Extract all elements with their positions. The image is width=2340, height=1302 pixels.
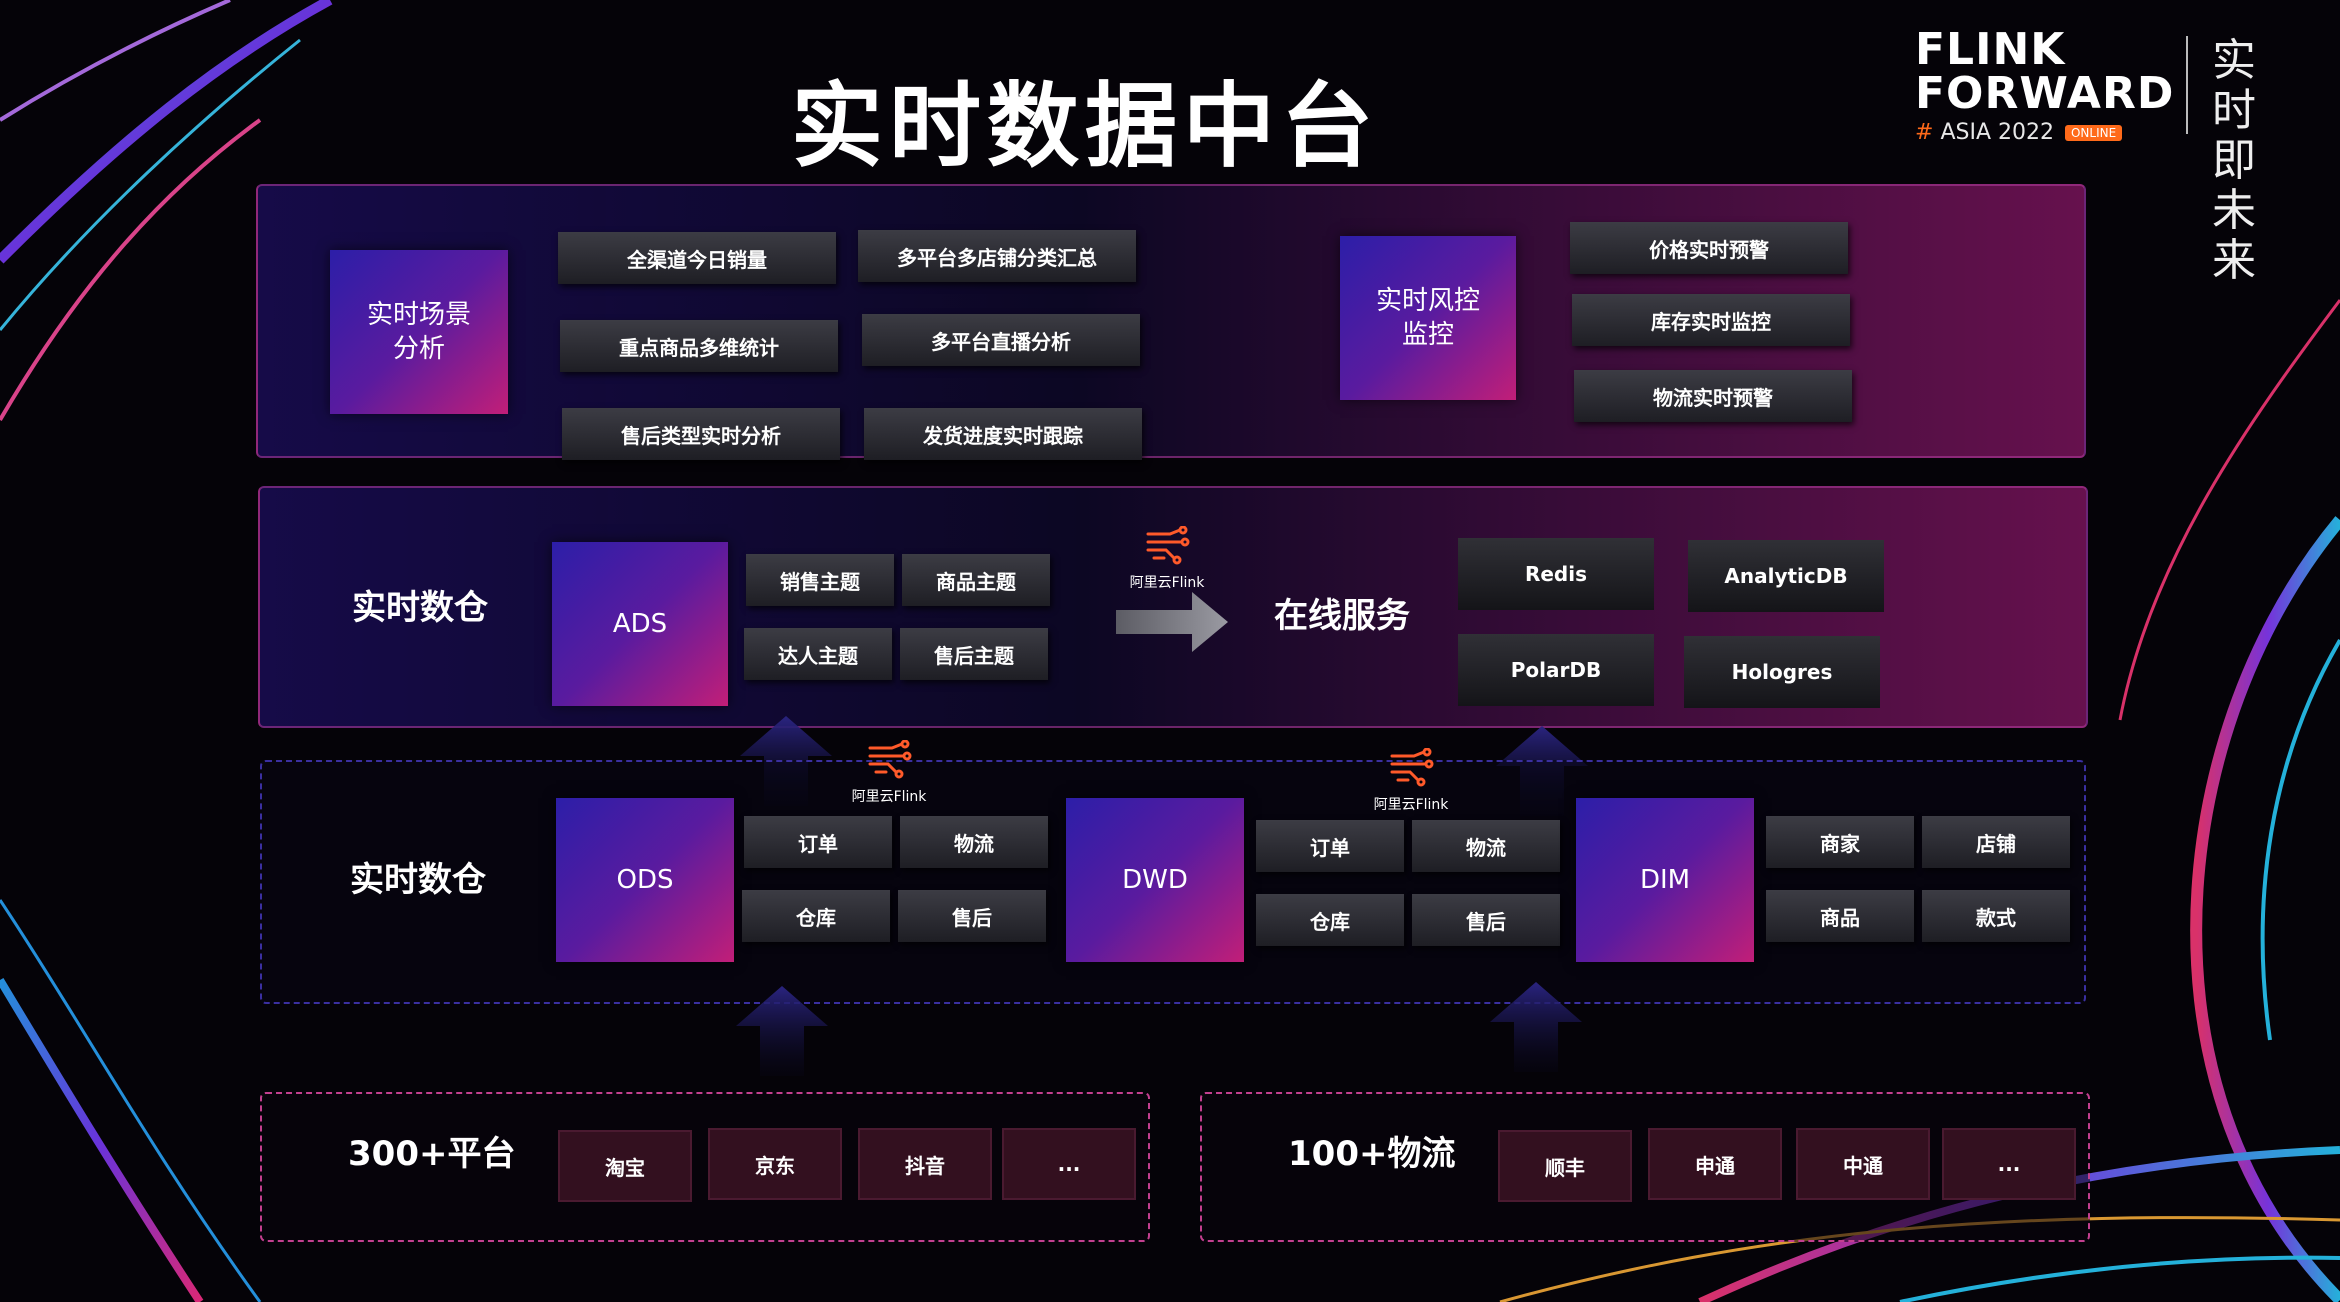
scene-item: 多平台多店铺分类汇总 (858, 230, 1136, 282)
risk-control-label: 实时风控监控 (1376, 286, 1481, 350)
platform-source: 京东 (708, 1128, 842, 1200)
dwd-item: 售后 (1412, 894, 1560, 946)
ads-topic: 销售主题 (746, 554, 894, 606)
scene-item: 售后类型实时分析 (562, 408, 840, 460)
up-arrow-icon (1490, 982, 1582, 1072)
ods-box: ODS (556, 798, 734, 962)
right-arrow-icon (1116, 592, 1228, 652)
dwd-item: 仓库 (1256, 894, 1404, 946)
page-title: 实时数据中台 (790, 73, 1379, 180)
dim-item: 商家 (1766, 816, 1914, 868)
flink-icon (1390, 747, 1434, 787)
ads-box: ADS (552, 542, 728, 706)
flink-caption: 阿里云Flink (1129, 575, 1205, 591)
up-arrow-icon (736, 986, 828, 1076)
platform-source: 淘宝 (558, 1130, 692, 1202)
service-hologres: Hologres (1684, 636, 1880, 708)
logistics-source: 申通 (1648, 1128, 1782, 1200)
ods-item: 售后 (898, 890, 1046, 942)
scene-item: 全渠道今日销量 (558, 232, 836, 284)
flink-icon (868, 739, 912, 779)
logo-slogan: 实时即未来 (2212, 35, 2256, 286)
ads-topic: 达人主题 (744, 628, 892, 680)
logo-event-name: ASIA 2022 (1940, 120, 2054, 145)
scene-analysis-box: 实时场景分析 (330, 250, 508, 414)
flink-caption: 阿里云Flink (1373, 797, 1449, 813)
dwd-item: 订单 (1256, 820, 1404, 872)
service-polardb: PolarDB (1458, 634, 1654, 706)
flink-icon (1146, 525, 1190, 565)
service-redis: Redis (1458, 538, 1654, 610)
ods-item: 订单 (744, 816, 892, 868)
risk-item: 价格实时预警 (1570, 222, 1848, 274)
scene-item: 发货进度实时跟踪 (864, 408, 1142, 460)
dim-box: DIM (1576, 798, 1754, 962)
platform-source: ... (1002, 1128, 1136, 1200)
dwd-box: DWD (1066, 798, 1244, 962)
dim-item: 商品 (1766, 890, 1914, 942)
logistics-sources-label: 100+物流 (1288, 1134, 1456, 1174)
risk-item: 库存实时监控 (1572, 294, 1850, 346)
dim-item: 店铺 (1922, 816, 2070, 868)
risk-item: 物流实时预警 (1574, 370, 1852, 422)
ods-item: 物流 (900, 816, 1048, 868)
scene-item: 多平台直播分析 (862, 314, 1140, 366)
service-analyticdb: AnalyticDB (1688, 540, 1884, 612)
scene-analysis-label: 实时场景分析 (366, 300, 471, 364)
ads-topic: 售后主题 (900, 628, 1048, 680)
logo-line1: FLINK (1915, 24, 2066, 75)
scene-item: 重点商品多维统计 (560, 320, 838, 372)
logistics-source: ... (1942, 1128, 2076, 1200)
dw-panel-label: 实时数仓 (350, 860, 486, 900)
flink-tag-ods: 阿里云Flink (834, 739, 944, 806)
ads-panel-label: 实时数仓 (352, 588, 488, 628)
flink-tag-ads: 阿里云Flink (1112, 525, 1222, 592)
dwd-item: 物流 (1412, 820, 1560, 872)
flink-forward-logo: FLINK FORWARD # ASIA 2022 ONLINE (1915, 24, 2175, 146)
risk-control-box: 实时风控监控 (1340, 236, 1516, 400)
logo-divider (2186, 36, 2188, 134)
dim-item: 款式 (1922, 890, 2070, 942)
logo-badge: ONLINE (2064, 125, 2123, 141)
platform-source: 抖音 (858, 1128, 992, 1200)
platform-sources-panel (260, 1092, 1150, 1242)
logistics-source: 中通 (1796, 1128, 1930, 1200)
logo-hash: # (1915, 120, 1934, 145)
logistics-source: 顺丰 (1498, 1130, 1632, 1202)
logo-event: # ASIA 2022 ONLINE (1915, 120, 2155, 145)
platform-sources-label: 300+平台 (348, 1134, 516, 1174)
logo-line2: FORWARD (1915, 68, 2175, 119)
online-service-label: 在线服务 (1274, 596, 1410, 636)
ads-topic: 商品主题 (902, 554, 1050, 606)
logistics-sources-panel (1200, 1092, 2090, 1242)
flink-tag-dwd: 阿里云Flink (1356, 747, 1466, 814)
ods-item: 仓库 (742, 890, 890, 942)
flink-caption: 阿里云Flink (851, 789, 927, 805)
